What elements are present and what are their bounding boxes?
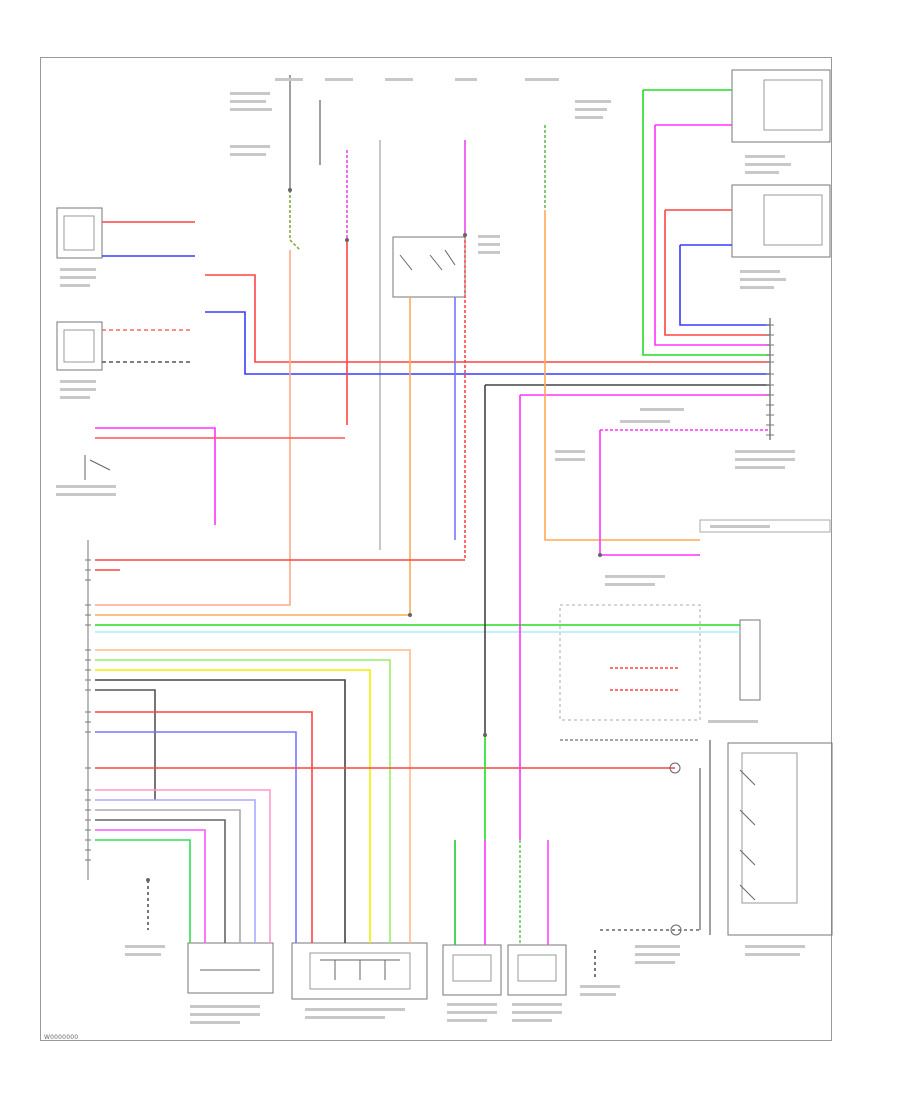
right-ground-terminal [669, 762, 681, 774]
footer-code: W0000000 [44, 1034, 79, 1041]
bottom-sensor-3 [442, 944, 502, 996]
bottom-sensor-3-inner [452, 954, 492, 982]
lower-left-solenoid-inner [63, 329, 95, 363]
wire-bl-dark [95, 819, 226, 943]
bottom-sensor-2-pins [320, 959, 400, 980]
right-connector-ticks [766, 324, 774, 436]
wire-right-vert [699, 740, 711, 935]
bottom-sensor-2 [291, 942, 428, 1000]
relay-contacts [399, 249, 456, 271]
lower-left-solenoid-box [56, 321, 103, 371]
bottom-right-terminal [670, 924, 682, 936]
wire-bl-magenta [95, 829, 206, 943]
wire-tr-green-down [642, 90, 770, 356]
mid-right-sensor-inner [763, 194, 823, 246]
wire-bus-red [205, 274, 770, 363]
right-switch-box [727, 742, 833, 936]
left-switch-contact [84, 455, 111, 480]
upper-left-solenoid-box [56, 207, 103, 259]
wire-bl-lavender [95, 799, 256, 943]
wire-fan-red [95, 711, 313, 943]
wire-fan-dark-2 [95, 689, 156, 800]
mid-right-module [559, 604, 701, 721]
wire-left-pink [95, 250, 291, 606]
wire-fan-dark [95, 679, 346, 943]
wire-right-magenta [599, 430, 700, 556]
relay-block-box [392, 236, 466, 298]
label-blocks [56, 78, 805, 1024]
wire-feed-top [289, 75, 321, 190]
wire-bl-green [95, 839, 191, 943]
wire-fan-yellow [95, 669, 371, 943]
right-switch-inner [741, 752, 798, 904]
upper-left-solenoid-inner [63, 215, 95, 251]
terminal-dots [146, 188, 602, 882]
ecu-pin-ticks [85, 540, 91, 880]
bottom-sensor-2-inner [309, 952, 411, 990]
wire-feed-green [289, 190, 301, 251]
wire-bl-pink [95, 789, 271, 943]
upper-right-sensor-inner [763, 79, 823, 131]
wire-bl-gray [95, 809, 241, 943]
bottom-sensor-1 [187, 942, 274, 994]
diagram-frame [40, 57, 832, 1041]
wire-switch-magenta [95, 427, 216, 525]
wire-right-orange [544, 210, 700, 541]
bottom-sensor-4 [507, 944, 567, 996]
switch-symbols [84, 249, 756, 980]
wire-fan-orange [95, 649, 411, 943]
wire-tr-magenta-down [654, 125, 770, 346]
wire-tr-red-down [664, 210, 770, 336]
right-switch-contacts [739, 769, 756, 901]
right-control-top [699, 519, 831, 533]
wire-tr-blue-down [679, 245, 770, 326]
mid-right-sensor-box [731, 184, 831, 258]
wire-fan-lightgreen [95, 659, 391, 943]
wire-fan-blue [95, 731, 297, 943]
wire-bus-blue [205, 311, 770, 375]
wires [95, 75, 771, 980]
bottom-sensor-4-inner [517, 954, 557, 982]
upper-right-sensor-box [731, 69, 831, 143]
wire-module-red [610, 667, 680, 691]
mid-right-connector [739, 619, 761, 701]
